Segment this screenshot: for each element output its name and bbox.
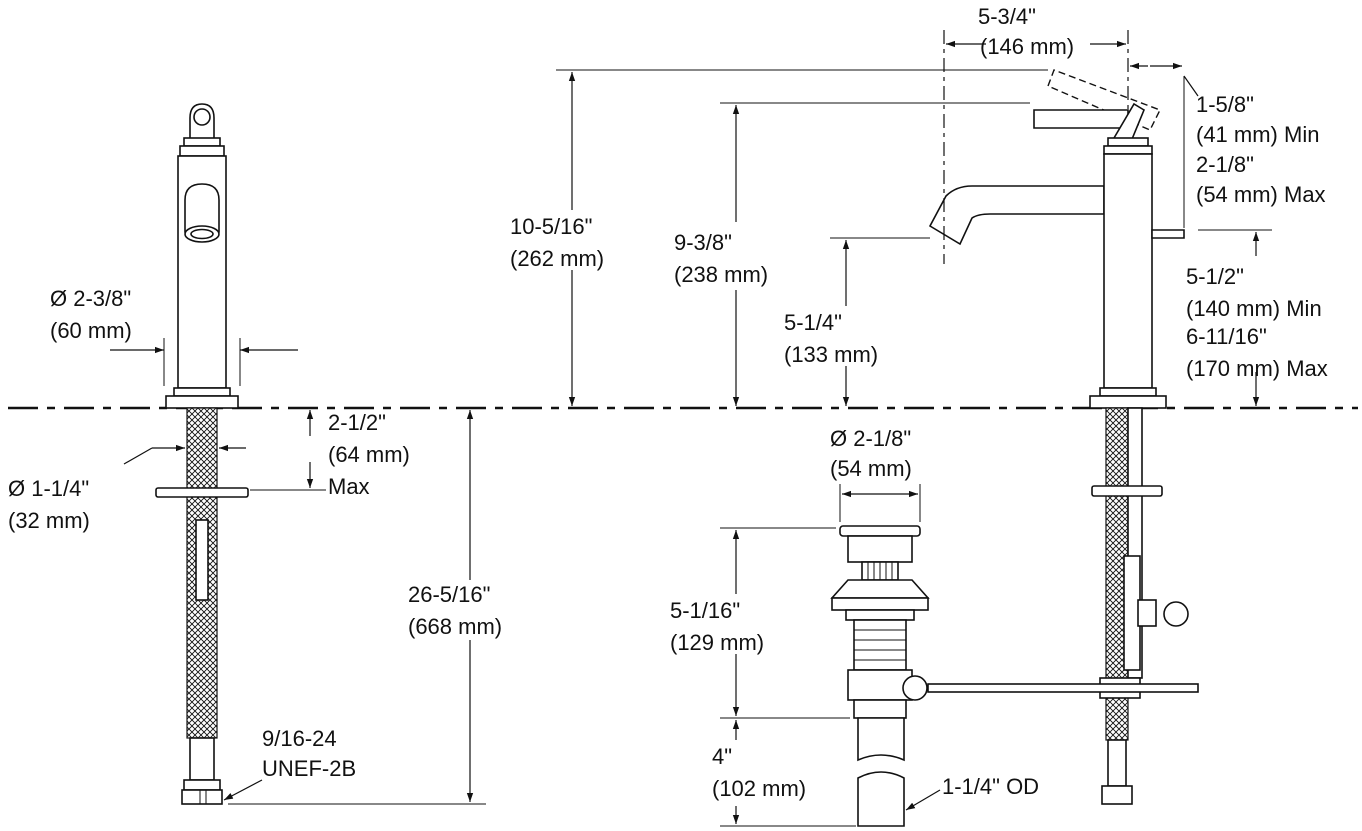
drain-diameter-in: Ø 2-1/8" (830, 426, 911, 451)
drain-height-dimension: 5-1/16" (129 mm) (670, 527, 850, 719)
drain-assembly (830, 525, 930, 827)
body-height-in: 9-3/8" (674, 230, 732, 255)
supply-length-mm: (668 mm) (408, 614, 502, 639)
overall-height-mm: (262 mm) (510, 246, 604, 271)
handle-closed-position (1033, 109, 1129, 129)
tailpiece-length-dimension: 4" (102 mm) (712, 720, 856, 827)
faucet-side-view (927, 69, 1199, 805)
drain-diameter-dimension: Ø 2-1/8" (54 mm) (830, 426, 921, 522)
base-diameter-mm: (60 mm) (50, 318, 132, 343)
drain-height-in: 5-1/16" (670, 598, 740, 623)
spout-height-mm: (133 mm) (784, 342, 878, 367)
body-height-dimension: 9-3/8" (238 mm) (674, 102, 1030, 406)
shank-diameter-in: Ø 1-1/4" (8, 476, 89, 501)
handle-height-in-min: 5-1/2" (1186, 264, 1244, 289)
spout-reach-dimension: 5-3/4" (146 mm) (946, 4, 1126, 59)
tailpiece-od: 1-1/4" OD (942, 774, 1039, 799)
handle-height-in-max: 6-11/16" (1186, 324, 1267, 349)
body-height-mm: (238 mm) (674, 262, 768, 287)
spout-reach-mm: (146 mm) (980, 34, 1074, 59)
faucet-front-view (155, 103, 249, 805)
deck-thickness-dimension: 2-1/2" (64 mm) Max (250, 410, 410, 499)
thread-spec-2: UNEF-2B (262, 756, 356, 781)
overall-height-dimension: 10-5/16" (262 mm) (510, 69, 1048, 406)
tailpiece-od-callout: 1-1/4" OD (905, 774, 1039, 811)
handle-height-dimension: 5-1/2" (140 mm) Min 6-11/16" (170 mm) Ma… (1186, 229, 1328, 406)
handle-clearance-mm-min: (41 mm) Min (1196, 122, 1319, 147)
overall-height-in: 10-5/16" (510, 214, 592, 239)
deck-thickness-max: Max (328, 474, 370, 499)
drain-height-mm: (129 mm) (670, 630, 764, 655)
deck-thickness-mm: (64 mm) (328, 442, 410, 467)
handle-clearance-mm-max: (54 mm) Max (1196, 182, 1326, 207)
spout-reach-in: 5-3/4" (978, 4, 1036, 29)
drain-diameter-mm: (54 mm) (830, 456, 912, 481)
handle-height-mm-min: (140 mm) Min (1186, 296, 1322, 321)
tailpiece-length-in: 4" (712, 744, 732, 769)
tailpiece-length-mm: (102 mm) (712, 776, 806, 801)
supply-length-dimension: 26-5/16" (668 mm) (228, 410, 502, 805)
handle-clearance-in-max: 2-1/8" (1196, 152, 1254, 177)
shank-diameter-dimension: Ø 1-1/4" (32 mm) (8, 444, 246, 533)
handle-clearance-in-min: 1-5/8" (1196, 92, 1254, 117)
thread-spec-1: 9/16-24 (262, 726, 337, 751)
shank-diameter-mm: (32 mm) (8, 508, 90, 533)
spout-height-dimension: 5-1/4" (133 mm) (784, 237, 930, 406)
thread-spec-callout: 9/16-24 UNEF-2B (223, 726, 356, 801)
base-diameter-in: Ø 2-3/8" (50, 286, 131, 311)
supply-length-in: 26-5/16" (408, 582, 490, 607)
handle-clearance-dimension: 1-5/8" (41 mm) Min 2-1/8" (54 mm) Max (1130, 62, 1326, 228)
spout-height-in: 5-1/4" (784, 310, 842, 335)
base-diameter-dimension: Ø 2-3/8" (60 mm) (50, 286, 298, 386)
handle-height-mm-max: (170 mm) Max (1186, 356, 1328, 381)
deck-thickness-in: 2-1/2" (328, 410, 386, 435)
